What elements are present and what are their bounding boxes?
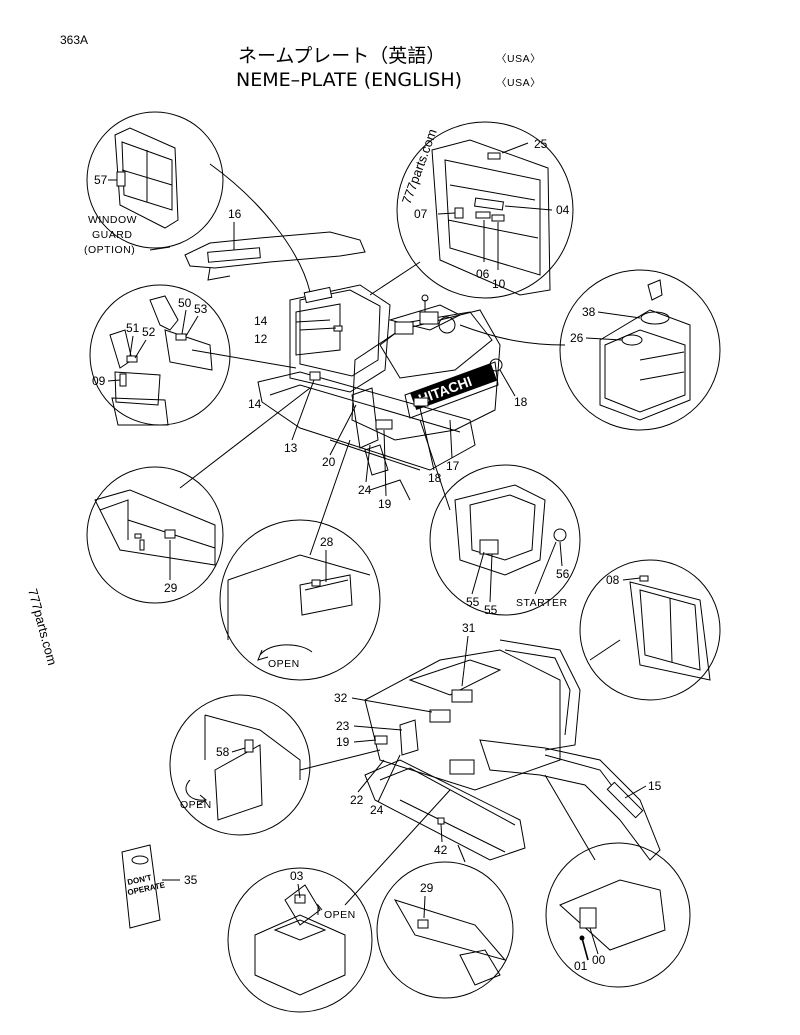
tag-dont-operate: DON'T OPERATE 35 bbox=[121, 844, 198, 929]
part-52: 52 bbox=[142, 325, 156, 339]
part-35: 35 bbox=[184, 873, 198, 887]
part-18: 18 bbox=[514, 395, 528, 409]
title-japanese: ネームプレート（英語） bbox=[238, 45, 445, 67]
page-code: 363A bbox=[60, 33, 88, 47]
part-19: 19 bbox=[378, 497, 392, 511]
part-29b: 29 bbox=[420, 881, 434, 895]
part-15: 15 bbox=[648, 779, 662, 793]
callout-door: 08 bbox=[579, 559, 721, 701]
part-58: 58 bbox=[216, 745, 230, 759]
part-24: 24 bbox=[358, 483, 372, 497]
part-00: 00 bbox=[592, 953, 606, 967]
callout-cab-interior: 25 04 07 06 10 777parts.com bbox=[396, 121, 574, 299]
part-56: 56 bbox=[556, 567, 570, 581]
callout-step-2: 29 bbox=[376, 844, 514, 999]
open-caption-1: OPEN bbox=[268, 658, 300, 670]
part-22: 22 bbox=[350, 793, 364, 807]
part-16: 16 bbox=[228, 207, 242, 221]
title-english: NEME–PLATE (ENGLISH) bbox=[236, 69, 462, 91]
part-01: 01 bbox=[574, 959, 588, 973]
part-13: 13 bbox=[284, 441, 298, 455]
part-03: 03 bbox=[290, 869, 304, 883]
part-14: 14 bbox=[254, 314, 268, 328]
part-51: 51 bbox=[126, 321, 140, 335]
part-07: 07 bbox=[414, 207, 428, 221]
part-09: 09 bbox=[92, 374, 106, 388]
part-50: 50 bbox=[178, 296, 192, 310]
part-18b: 18 bbox=[428, 471, 442, 485]
region-tag-1: 〈USA〉 bbox=[496, 53, 541, 65]
part-06: 06 bbox=[476, 267, 490, 281]
callout-step: 29 bbox=[86, 466, 224, 604]
callout-window-guard: 57 WINDOW GUARD (OPTION) 16 bbox=[84, 111, 242, 256]
callout-starter: 56 55 55 STARTER bbox=[429, 464, 581, 617]
part-19b: 19 bbox=[336, 735, 350, 749]
region-tag-2: 〈USA〉 bbox=[496, 77, 541, 89]
callout-battery: 28 OPEN bbox=[219, 519, 381, 681]
part-14b: 14 bbox=[248, 397, 262, 411]
part-12: 12 bbox=[254, 332, 268, 346]
part-08: 08 bbox=[606, 573, 620, 587]
part-53: 53 bbox=[194, 302, 208, 316]
callout-engine: 38 26 bbox=[559, 269, 721, 431]
part-55: 55 bbox=[466, 595, 480, 609]
excavator-lower bbox=[364, 639, 661, 861]
part-29: 29 bbox=[164, 581, 178, 595]
window-guard-caption-2: GUARD bbox=[92, 229, 132, 241]
part-32: 32 bbox=[334, 691, 348, 705]
callout-storage: 03 OPEN bbox=[227, 789, 451, 1013]
callout-levers: 50 53 51 52 09 bbox=[89, 284, 231, 426]
callout-toolbox: 58 OPEN bbox=[169, 694, 381, 836]
window-guard-caption-1: WINDOW bbox=[88, 214, 137, 226]
part-17: 17 bbox=[446, 459, 460, 473]
part-28: 28 bbox=[320, 535, 334, 549]
part-24b: 24 bbox=[370, 803, 384, 817]
part-38: 38 bbox=[582, 305, 596, 319]
part-31: 31 bbox=[462, 621, 476, 635]
part-26: 26 bbox=[570, 331, 584, 345]
part-04: 04 bbox=[556, 203, 570, 217]
part-20: 20 bbox=[322, 455, 336, 469]
open-caption-2: OPEN bbox=[180, 799, 212, 811]
part-42: 42 bbox=[434, 843, 448, 857]
starter-caption: STARTER bbox=[516, 597, 568, 609]
callout-plate: 01 00 bbox=[544, 774, 691, 988]
part-10: 10 bbox=[492, 277, 506, 291]
part-25: 25 bbox=[534, 137, 548, 151]
open-caption-3: OPEN bbox=[324, 909, 356, 921]
part-57: 57 bbox=[94, 173, 108, 187]
leader-lines-main bbox=[179, 163, 566, 556]
watermark-left: 777parts.com bbox=[25, 587, 60, 667]
part-55b: 55 bbox=[484, 603, 498, 617]
excavator-main: HITACHI bbox=[184, 231, 503, 501]
window-guard-caption-3: (OPTION) bbox=[84, 244, 135, 256]
part-23: 23 bbox=[336, 719, 350, 733]
